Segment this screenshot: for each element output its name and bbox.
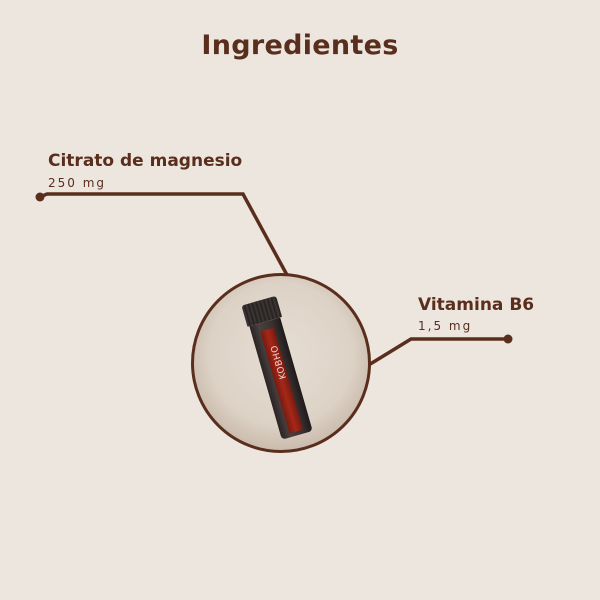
- connector-dot-magnesium: [35, 192, 45, 202]
- ingredient-amount-b6: 1,5 mg: [418, 319, 473, 333]
- ingredient-name-magnesium: Citrato de magnesio: [48, 151, 243, 171]
- connector-b6: [366, 334, 513, 368]
- page-title: Ingredientes: [201, 30, 399, 61]
- vial-label: [260, 327, 303, 434]
- vial-body: KOBHO: [249, 317, 313, 440]
- product-vial-image: KOBHO: [241, 295, 314, 440]
- connector-magnesium: [35, 192, 289, 276]
- ingredient-name-b6: Vitamina B6: [418, 295, 535, 315]
- product-image-circle: KOBHO: [191, 273, 371, 453]
- ingredient-amount-magnesium: 250 mg: [48, 176, 107, 190]
- connector-dot-b6: [503, 334, 513, 344]
